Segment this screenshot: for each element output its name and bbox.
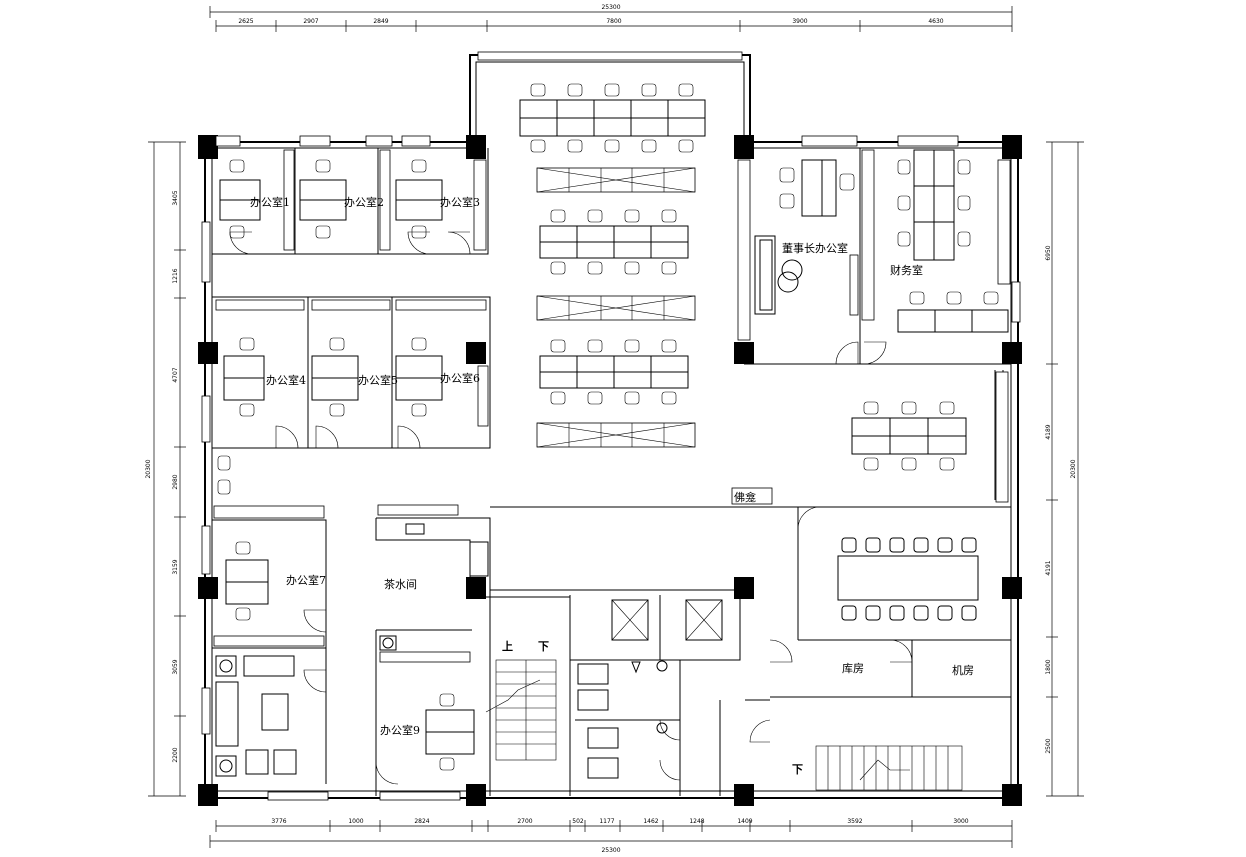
dim-top-5: 3900: [792, 18, 807, 25]
dim-bottom-9: 1409: [737, 818, 752, 825]
left-dimension-lines: 20300 3405 1216 4707 2980 3159 3059 2200: [145, 141, 186, 797]
dim-left-1: 3405: [172, 190, 179, 205]
room-label-shrine: 佛龛: [734, 490, 756, 504]
room-label-storage: 库房: [842, 662, 864, 675]
dim-top-3: 2849: [373, 18, 388, 25]
meeting-table: [837, 537, 979, 621]
bottom-dimension-lines: 3776 1000 2824 2700 502 1177 1462 1248 1…: [209, 818, 1013, 854]
dim-top-4: 7800: [606, 18, 621, 25]
east-stair: [815, 745, 963, 791]
top-dimension-lines: 25300 2625 2907 2849 7800 3900 4630: [209, 4, 1013, 32]
stair-up-mark: 上: [502, 639, 513, 653]
dim-right-3: 4191: [1045, 560, 1052, 575]
dim-left-2: 1216: [172, 268, 179, 283]
room-labels: 办公室1 办公室2 办公室3 办公室4 办公室5 办公室6 办公室7 办公室9 …: [250, 195, 974, 737]
room-label-chairman: 董事长办公室: [782, 241, 848, 255]
restroom-fixtures: [577, 660, 668, 779]
stair-down-mark: 下: [538, 640, 549, 653]
dim-top-total: 25300: [601, 4, 620, 11]
workstation-clusters: [519, 99, 1009, 455]
room-label-office-1: 办公室1: [250, 195, 290, 209]
room-label-machine-room: 机房: [952, 663, 974, 677]
dim-bottom-1: 3776: [271, 818, 286, 825]
east-stair-down-mark: 下: [792, 763, 803, 776]
dim-bottom-5: 502: [572, 818, 584, 825]
dim-top-2: 2907: [303, 18, 318, 25]
dim-bottom-2: 1000: [348, 818, 363, 825]
elevators: [611, 599, 723, 641]
chairman-sofa: [754, 235, 803, 315]
dim-bottom-3: 2824: [414, 818, 429, 825]
dim-bottom-total: 25300: [601, 847, 620, 854]
dim-left-6: 3059: [172, 659, 179, 674]
dim-bottom-11: 3000: [953, 818, 968, 825]
dim-right-2: 4189: [1045, 424, 1052, 439]
room-label-office-3: 办公室3: [440, 195, 480, 209]
room-label-office-9: 办公室9: [380, 723, 420, 737]
dim-left-7: 2200: [172, 747, 179, 762]
dim-left-5: 3159: [172, 559, 179, 574]
room-label-office-4: 办公室4: [266, 373, 306, 387]
dim-right-1: 6950: [1045, 245, 1052, 260]
dim-bottom-7: 1462: [643, 818, 658, 825]
dim-left-3: 4707: [172, 367, 179, 382]
room-label-office-2: 办公室2: [344, 195, 384, 209]
dim-left-4: 2980: [172, 474, 179, 489]
dim-bottom-8: 1248: [689, 818, 704, 825]
dim-bottom-10: 3592: [847, 818, 862, 825]
interior-partitions: [212, 148, 1011, 796]
dim-right-5: 2500: [1045, 738, 1052, 753]
dim-top-1: 2625: [238, 18, 253, 25]
office-desks: [219, 159, 837, 755]
west-stair: [485, 659, 557, 761]
structural-columns: [198, 135, 1022, 806]
dim-bottom-4: 2700: [517, 818, 532, 825]
room-label-office-6: 办公室6: [440, 371, 480, 385]
right-dimension-lines: 20300 6950 4189 4191 1800 2500: [1045, 141, 1084, 797]
dim-bottom-6: 1177: [599, 818, 614, 825]
room-label-office-5: 办公室5: [358, 373, 398, 387]
built-in-cabinets: [213, 135, 1011, 663]
dim-left-total: 20300: [145, 459, 152, 478]
open-office-storage-rows: [536, 167, 696, 448]
room-label-office-7: 办公室7: [286, 573, 326, 587]
room-label-tea-room: 茶水间: [384, 578, 417, 591]
dim-right-4: 1800: [1045, 659, 1052, 674]
lounge-furniture: [215, 655, 297, 777]
stair-marks: 上 下 下: [502, 639, 803, 776]
room-label-finance: 财务室: [890, 263, 923, 277]
chairs: [217, 83, 999, 771]
dim-top-6: 4630: [928, 18, 943, 25]
dim-right-total: 20300: [1070, 459, 1077, 478]
tea-room-counter: [375, 518, 489, 651]
